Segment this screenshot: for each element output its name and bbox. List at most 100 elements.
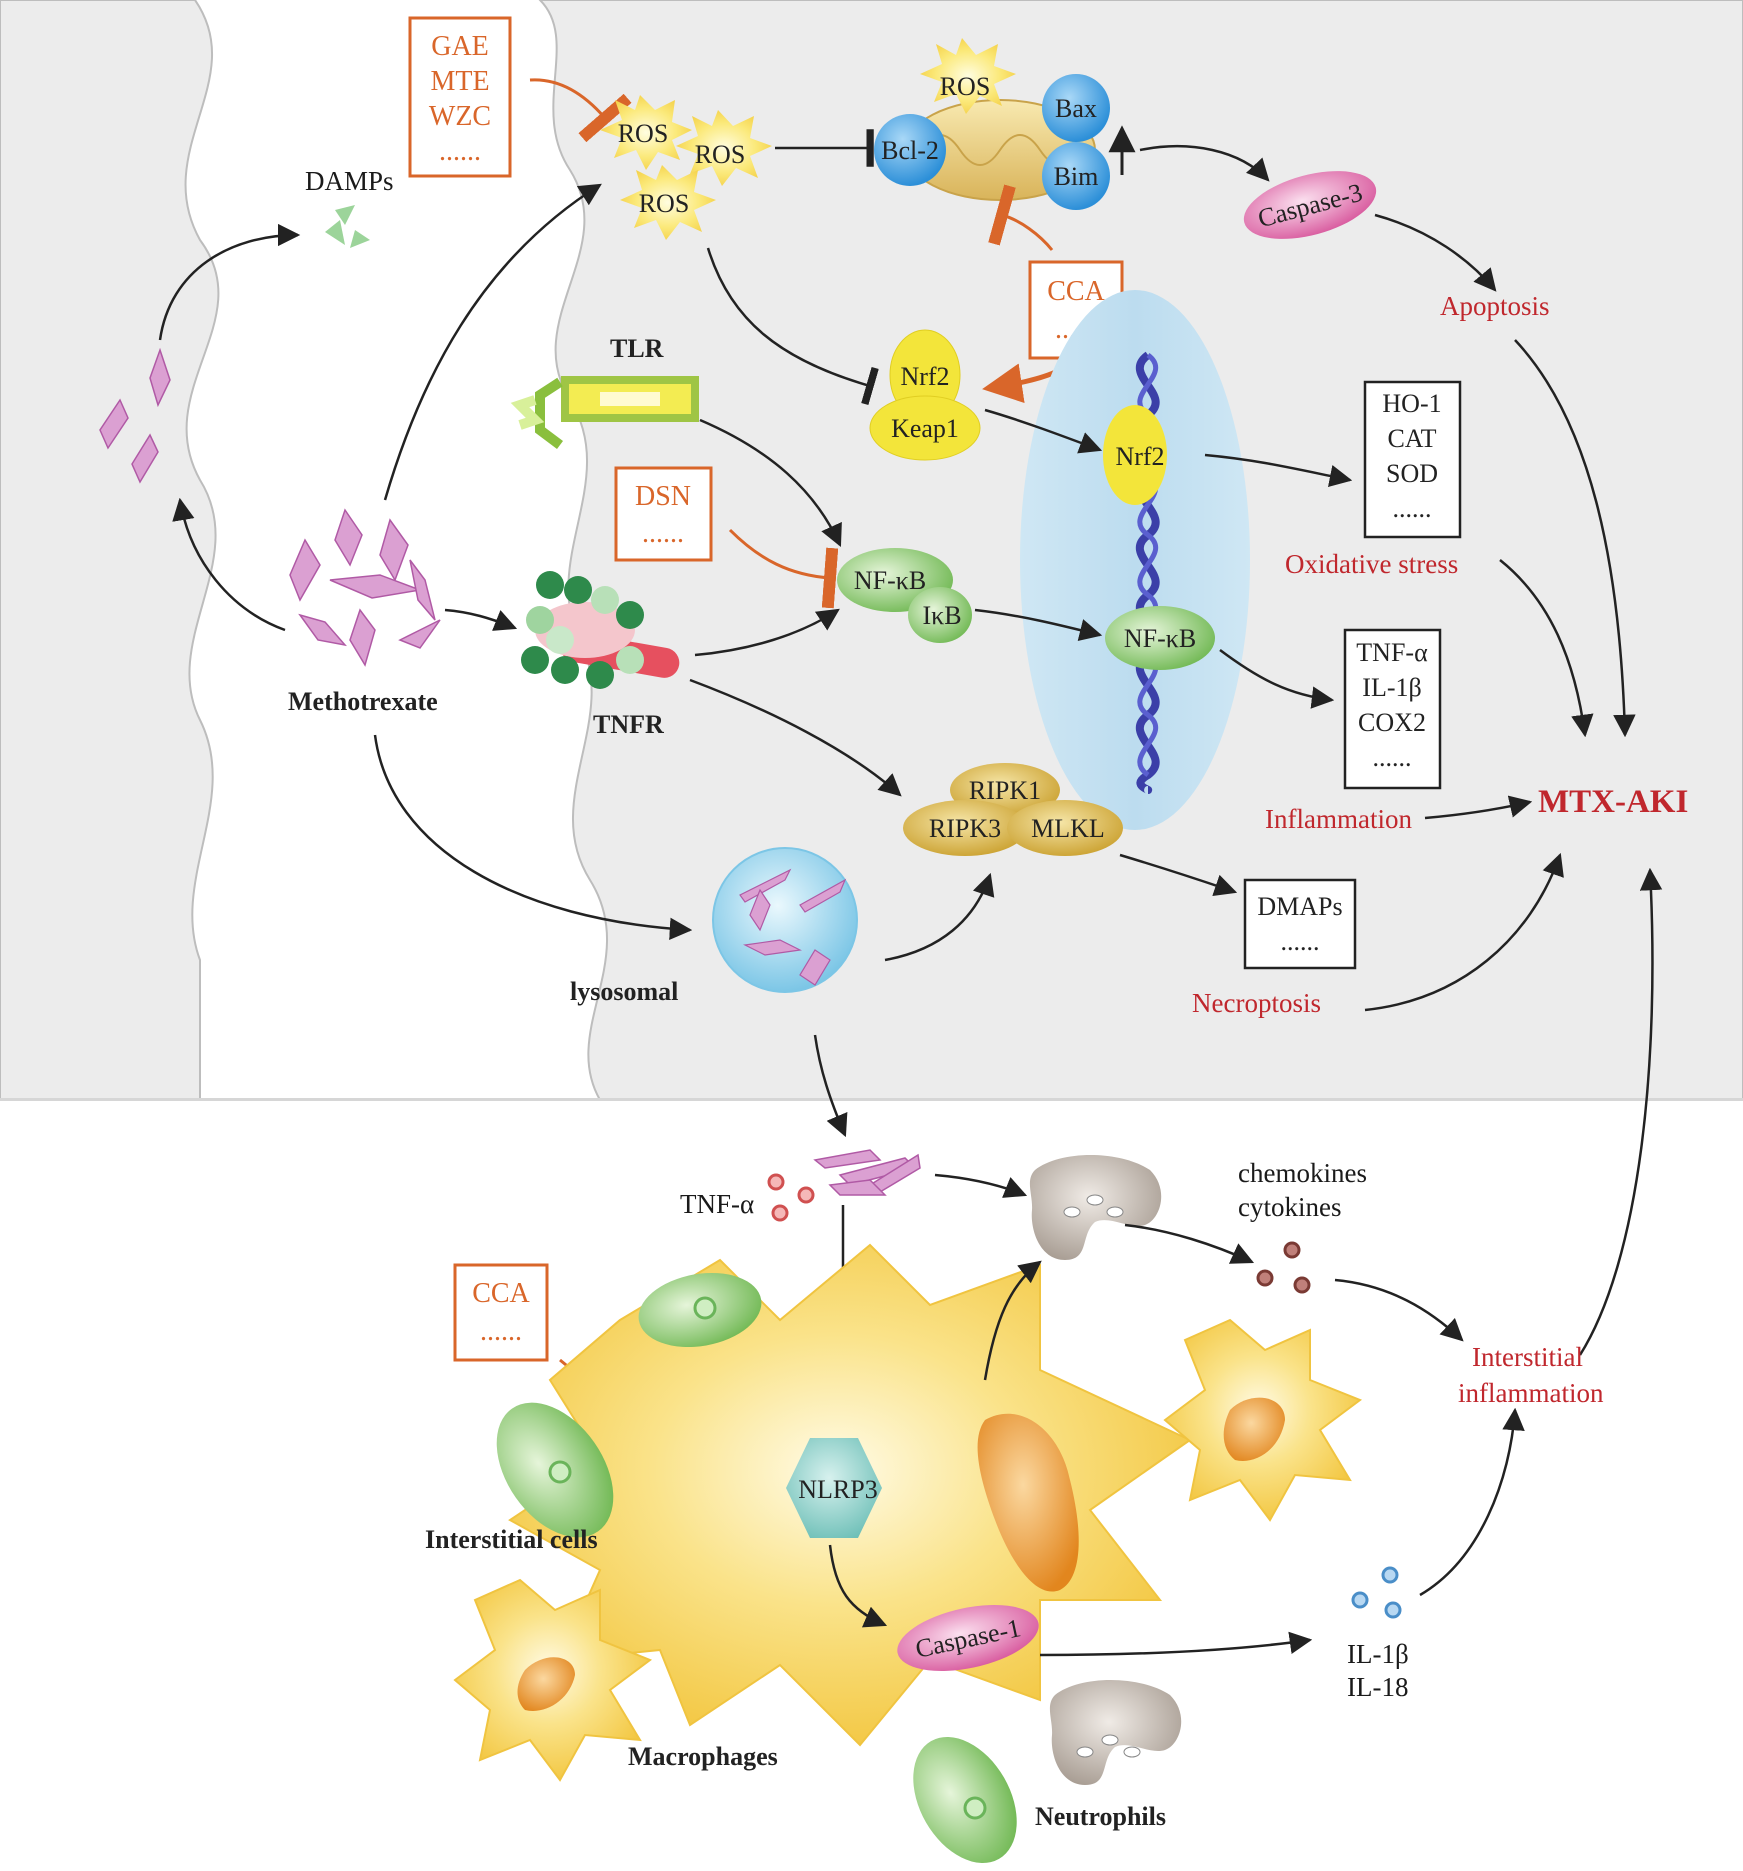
ros-burst-3: ROS	[620, 165, 716, 240]
ros-label-1: ROS	[618, 119, 669, 148]
arrow-ripk-dmaps	[1119, 853, 1238, 897]
inflammation-label: Inflammation	[1265, 804, 1412, 834]
inhibitor-box-dsn: DSN ......	[614, 466, 713, 562]
arrow-mtx-ros	[383, 183, 602, 501]
tlr-label: TLR	[610, 334, 664, 363]
nlrp3-node: NLRP3	[786, 1438, 882, 1538]
arrow-necroptosis-aki	[1364, 852, 1564, 1012]
nfkb-ikb-complex: NF-κB IκB	[837, 548, 972, 643]
damps-label: DAMPs	[305, 166, 394, 196]
ho1-label: HO-1	[1382, 389, 1441, 418]
nfkb-label-nucleus: NF-κB	[1124, 624, 1196, 653]
ripk1-label: RIPK1	[969, 776, 1041, 805]
inhibitor-mte: MTE	[430, 66, 489, 97]
tnf-alpha-label: TNF-α	[680, 1189, 754, 1219]
arrow-crystals-damps	[158, 223, 301, 341]
arrow-il1b-interstitial	[1419, 1407, 1525, 1597]
ros-label-2: ROS	[695, 140, 746, 169]
interstitial-inflammation-label-1: Interstitial	[1472, 1342, 1583, 1372]
macrophages-label: Macrophages	[628, 1742, 778, 1771]
cca-top-label: CCA	[1047, 276, 1105, 307]
methotrexate-crystals-extracellular	[99, 347, 171, 484]
chemokine-particles	[1256, 1241, 1311, 1294]
il1b-label: IL-1β	[1347, 1639, 1409, 1669]
antioxidant-box: HO-1 CAT SOD ......	[1363, 380, 1462, 539]
mtx-aki-label: MTX-AKI	[1538, 784, 1688, 820]
dmaps-box: DMAPs ......	[1243, 878, 1357, 970]
methotrexate-label: Methotrexate	[288, 687, 438, 716]
inhibitor-box-cca-bottom: CCA ......	[453, 1263, 549, 1362]
arrow-ikb-nfkb-nucleus	[974, 608, 1103, 642]
tnfr-receptor-icon	[521, 571, 680, 689]
tnf-alpha-particles	[767, 1173, 815, 1222]
arrow-oxstress-aki	[1499, 559, 1594, 738]
dmaps-label: DMAPs	[1257, 892, 1342, 921]
caspase1-node: Caspase-1	[897, 1605, 1039, 1671]
arrow-mtx-extracellular	[172, 497, 286, 632]
interstitial-cell-2	[496, 1402, 614, 1538]
inhibitor-more: ......	[439, 136, 481, 167]
inhibit-dsn-nfkb	[728, 528, 839, 609]
arrow-nrf2-antioxidants	[1204, 453, 1353, 488]
inhibit-line-gae-ros	[529, 78, 632, 143]
cat-label: CAT	[1387, 424, 1436, 453]
il18-label: IL-18	[1347, 1672, 1408, 1702]
arrow-nlrp3-caspase1	[828, 1544, 888, 1628]
ripk3-label: RIPK3	[929, 814, 1001, 843]
arrow-bim-caspase3	[1139, 145, 1270, 182]
arrow-interstitial-aki	[1578, 867, 1663, 1356]
ripk-complex: RIPK1 RIPK3 MLKL	[903, 763, 1123, 856]
nfkb-label-cyto: NF-κB	[854, 566, 926, 595]
ros-label-3: ROS	[639, 189, 690, 218]
bax-label: Bax	[1055, 94, 1097, 123]
neutrophil-top	[1029, 1155, 1162, 1260]
bim-node: Bim	[1042, 142, 1110, 210]
arrow-caspase1-il1b	[1039, 1631, 1313, 1657]
macrophage-small-right	[1163, 1318, 1363, 1522]
nrf2-label-nucleus: Nrf2	[1115, 442, 1164, 471]
inhibit-ros-keap1	[706, 247, 879, 406]
bax-node: Bax	[1042, 74, 1110, 142]
interstitial-cells-label: Interstitial cells	[425, 1525, 598, 1554]
cox2-label: COX2	[1358, 708, 1426, 737]
bcl2-node: Bcl-2	[874, 114, 946, 186]
bcl2-label: Bcl-2	[881, 136, 939, 165]
arrow-apoptosis-aki	[1514, 339, 1636, 738]
bim-label: Bim	[1054, 162, 1099, 191]
arrow-macrophage-neutrophil	[983, 1260, 1042, 1381]
arrow-lysosome-released	[813, 1034, 848, 1138]
tlr-receptor-icon	[510, 376, 699, 449]
ros-burst-2: ROS	[676, 110, 772, 186]
nrf2-label-cyto: Nrf2	[900, 362, 949, 391]
il1b-particles	[1351, 1566, 1402, 1619]
cca-bottom-more: ......	[480, 1316, 522, 1347]
arrow-inflammation-aki	[1424, 795, 1533, 820]
keap1-label: Keap1	[891, 414, 959, 443]
lysosomal-label: lysosomal	[570, 977, 678, 1006]
necroptosis-label: Necroptosis	[1192, 988, 1321, 1018]
released-crystals	[813, 1149, 921, 1196]
cca-bottom-label: CCA	[472, 1278, 530, 1309]
ros-label-mito: ROS	[940, 72, 991, 101]
antioxidants-more: ......	[1393, 494, 1432, 523]
inhibitor-gae: GAE	[431, 31, 489, 62]
dsn-label: DSN	[635, 481, 691, 512]
il1b-box-label: IL-1β	[1362, 673, 1421, 702]
damps-icon	[325, 205, 370, 248]
cytokines-more: ......	[1373, 743, 1412, 772]
arrow-tlr-nfkb	[699, 418, 842, 548]
arrow-nfkb-cytokines	[1219, 648, 1335, 709]
tubular-cell-right	[0, 0, 1743, 1101]
nlrp3-label: NLRP3	[798, 1475, 877, 1504]
ros-cluster: ROS ROS ROS	[600, 95, 772, 240]
mlkl-label: MLKL	[1031, 814, 1105, 843]
arrow-mtx-lysosome	[373, 734, 693, 941]
interstitial-cell-3	[913, 1736, 1017, 1864]
neutrophils-label: Neutrophils	[1035, 1802, 1166, 1831]
macrophage-small-left	[453, 1578, 653, 1782]
inhibitor-box-gae-mte-wzc: GAE MTE WZC ......	[408, 16, 512, 178]
nrf2-nucleus-node: Nrf2	[1103, 405, 1167, 505]
arrow-caspase3-apoptosis	[1374, 213, 1497, 292]
oxidative-stress-label: Oxidative stress	[1285, 549, 1458, 579]
